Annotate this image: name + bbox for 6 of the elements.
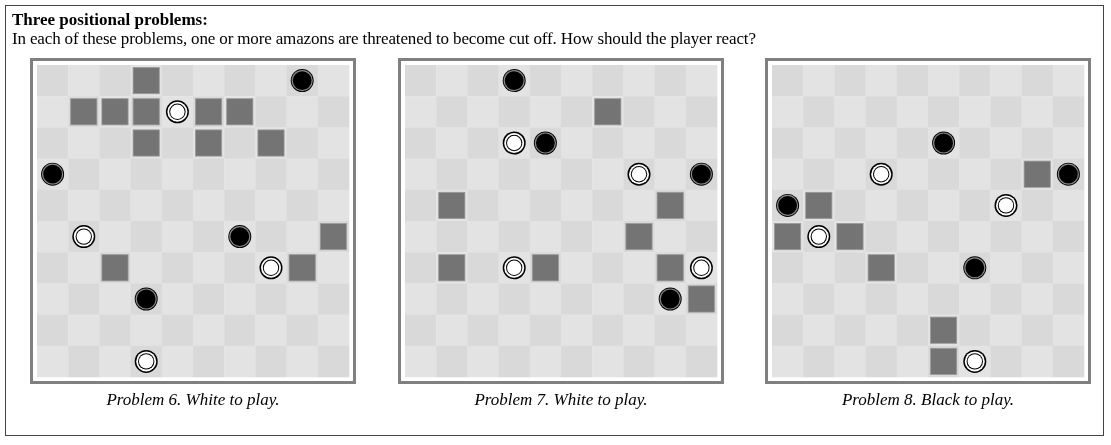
board-caption: Problem 6. White to play.	[106, 390, 280, 410]
problem-frame	[5, 5, 1104, 436]
section-heading: Three positional problems:	[12, 10, 208, 30]
intro-text: In each of these problems, one or more amazons are threatened to become cut off. How should the player react?	[12, 29, 756, 49]
board-caption: Problem 7. White to play.	[474, 390, 648, 410]
board-caption: Problem 8. Black to play.	[841, 390, 1015, 410]
